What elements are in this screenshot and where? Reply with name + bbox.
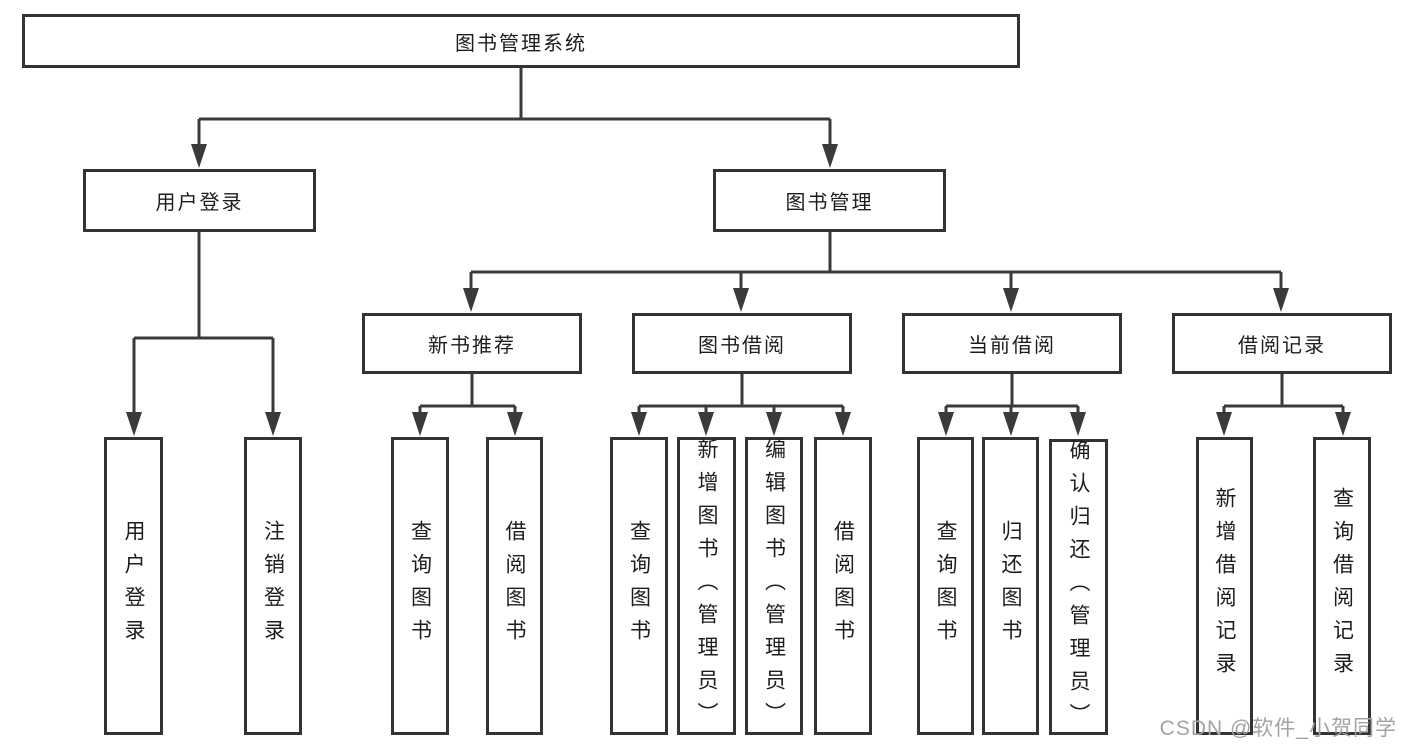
node-leaf-confirm-return-admin: 确认归还（管理员） xyxy=(1049,438,1108,736)
node-leaf-search-books-recommend: 查询图书 xyxy=(391,437,449,735)
node-book-borrowing-label: 图书借阅 xyxy=(698,335,786,357)
node-leaf-return-books-label: 归还图书 xyxy=(999,520,1022,652)
node-borrowing-records-label: 借阅记录 xyxy=(1238,335,1326,357)
node-book-management-label: 图书管理 xyxy=(785,192,874,214)
node-book-management: 图书管理 xyxy=(713,169,946,232)
node-leaf-borrow-books: 借阅图书 xyxy=(814,437,872,735)
node-user-login: 用户登录 xyxy=(83,169,316,232)
node-leaf-search-borrow-record-label: 查询借阅记录 xyxy=(1330,487,1354,685)
node-leaf-user-login: 用户登录 xyxy=(104,437,163,735)
node-current-borrowing: 当前借阅 xyxy=(902,313,1122,374)
node-leaf-user-login-label: 用户登录 xyxy=(122,520,145,652)
node-leaf-add-books-admin-label: 新增图书（管理员） xyxy=(695,437,718,735)
csdn-watermark: CSDN @软件_小贺同学 xyxy=(1159,717,1397,740)
node-leaf-add-books-admin: 新增图书（管理员） xyxy=(677,437,736,735)
node-borrowing-records: 借阅记录 xyxy=(1172,313,1392,374)
node-leaf-edit-books-admin: 编辑图书（管理员） xyxy=(745,437,803,735)
node-current-borrowing-label: 当前借阅 xyxy=(968,335,1056,357)
node-book-borrowing: 图书借阅 xyxy=(632,313,852,374)
node-leaf-search-books-borrowing-label: 查询图书 xyxy=(627,520,651,652)
node-leaf-confirm-return-admin-label: 确认归还（管理员） xyxy=(1067,438,1090,736)
node-root-label: 图书管理系统 xyxy=(455,32,587,55)
node-leaf-borrow-books-label: 借阅图书 xyxy=(831,520,855,652)
node-leaf-logout: 注销登录 xyxy=(244,437,302,735)
node-leaf-edit-books-admin-label: 编辑图书（管理员） xyxy=(762,437,786,735)
node-leaf-search-books-recommend-label: 查询图书 xyxy=(408,520,432,652)
node-leaf-borrow-books-recommend-label: 借阅图书 xyxy=(503,520,526,652)
node-leaf-search-books-current: 查询图书 xyxy=(917,437,974,735)
node-leaf-search-books-borrowing: 查询图书 xyxy=(610,437,668,735)
node-leaf-logout-label: 注销登录 xyxy=(261,520,285,652)
node-user-login-label: 用户登录 xyxy=(155,192,244,214)
node-leaf-search-borrow-record: 查询借阅记录 xyxy=(1313,437,1371,735)
node-leaf-add-borrow-record-label: 新增借阅记录 xyxy=(1213,487,1236,685)
node-leaf-return-books: 归还图书 xyxy=(982,437,1039,735)
node-leaf-add-borrow-record: 新增借阅记录 xyxy=(1196,437,1253,735)
node-root: 图书管理系统 xyxy=(22,14,1020,68)
node-leaf-borrow-books-recommend: 借阅图书 xyxy=(486,437,543,735)
node-new-book-recommend-label: 新书推荐 xyxy=(428,335,516,357)
node-leaf-search-books-current-label: 查询图书 xyxy=(934,520,957,652)
node-new-book-recommend: 新书推荐 xyxy=(362,313,582,374)
